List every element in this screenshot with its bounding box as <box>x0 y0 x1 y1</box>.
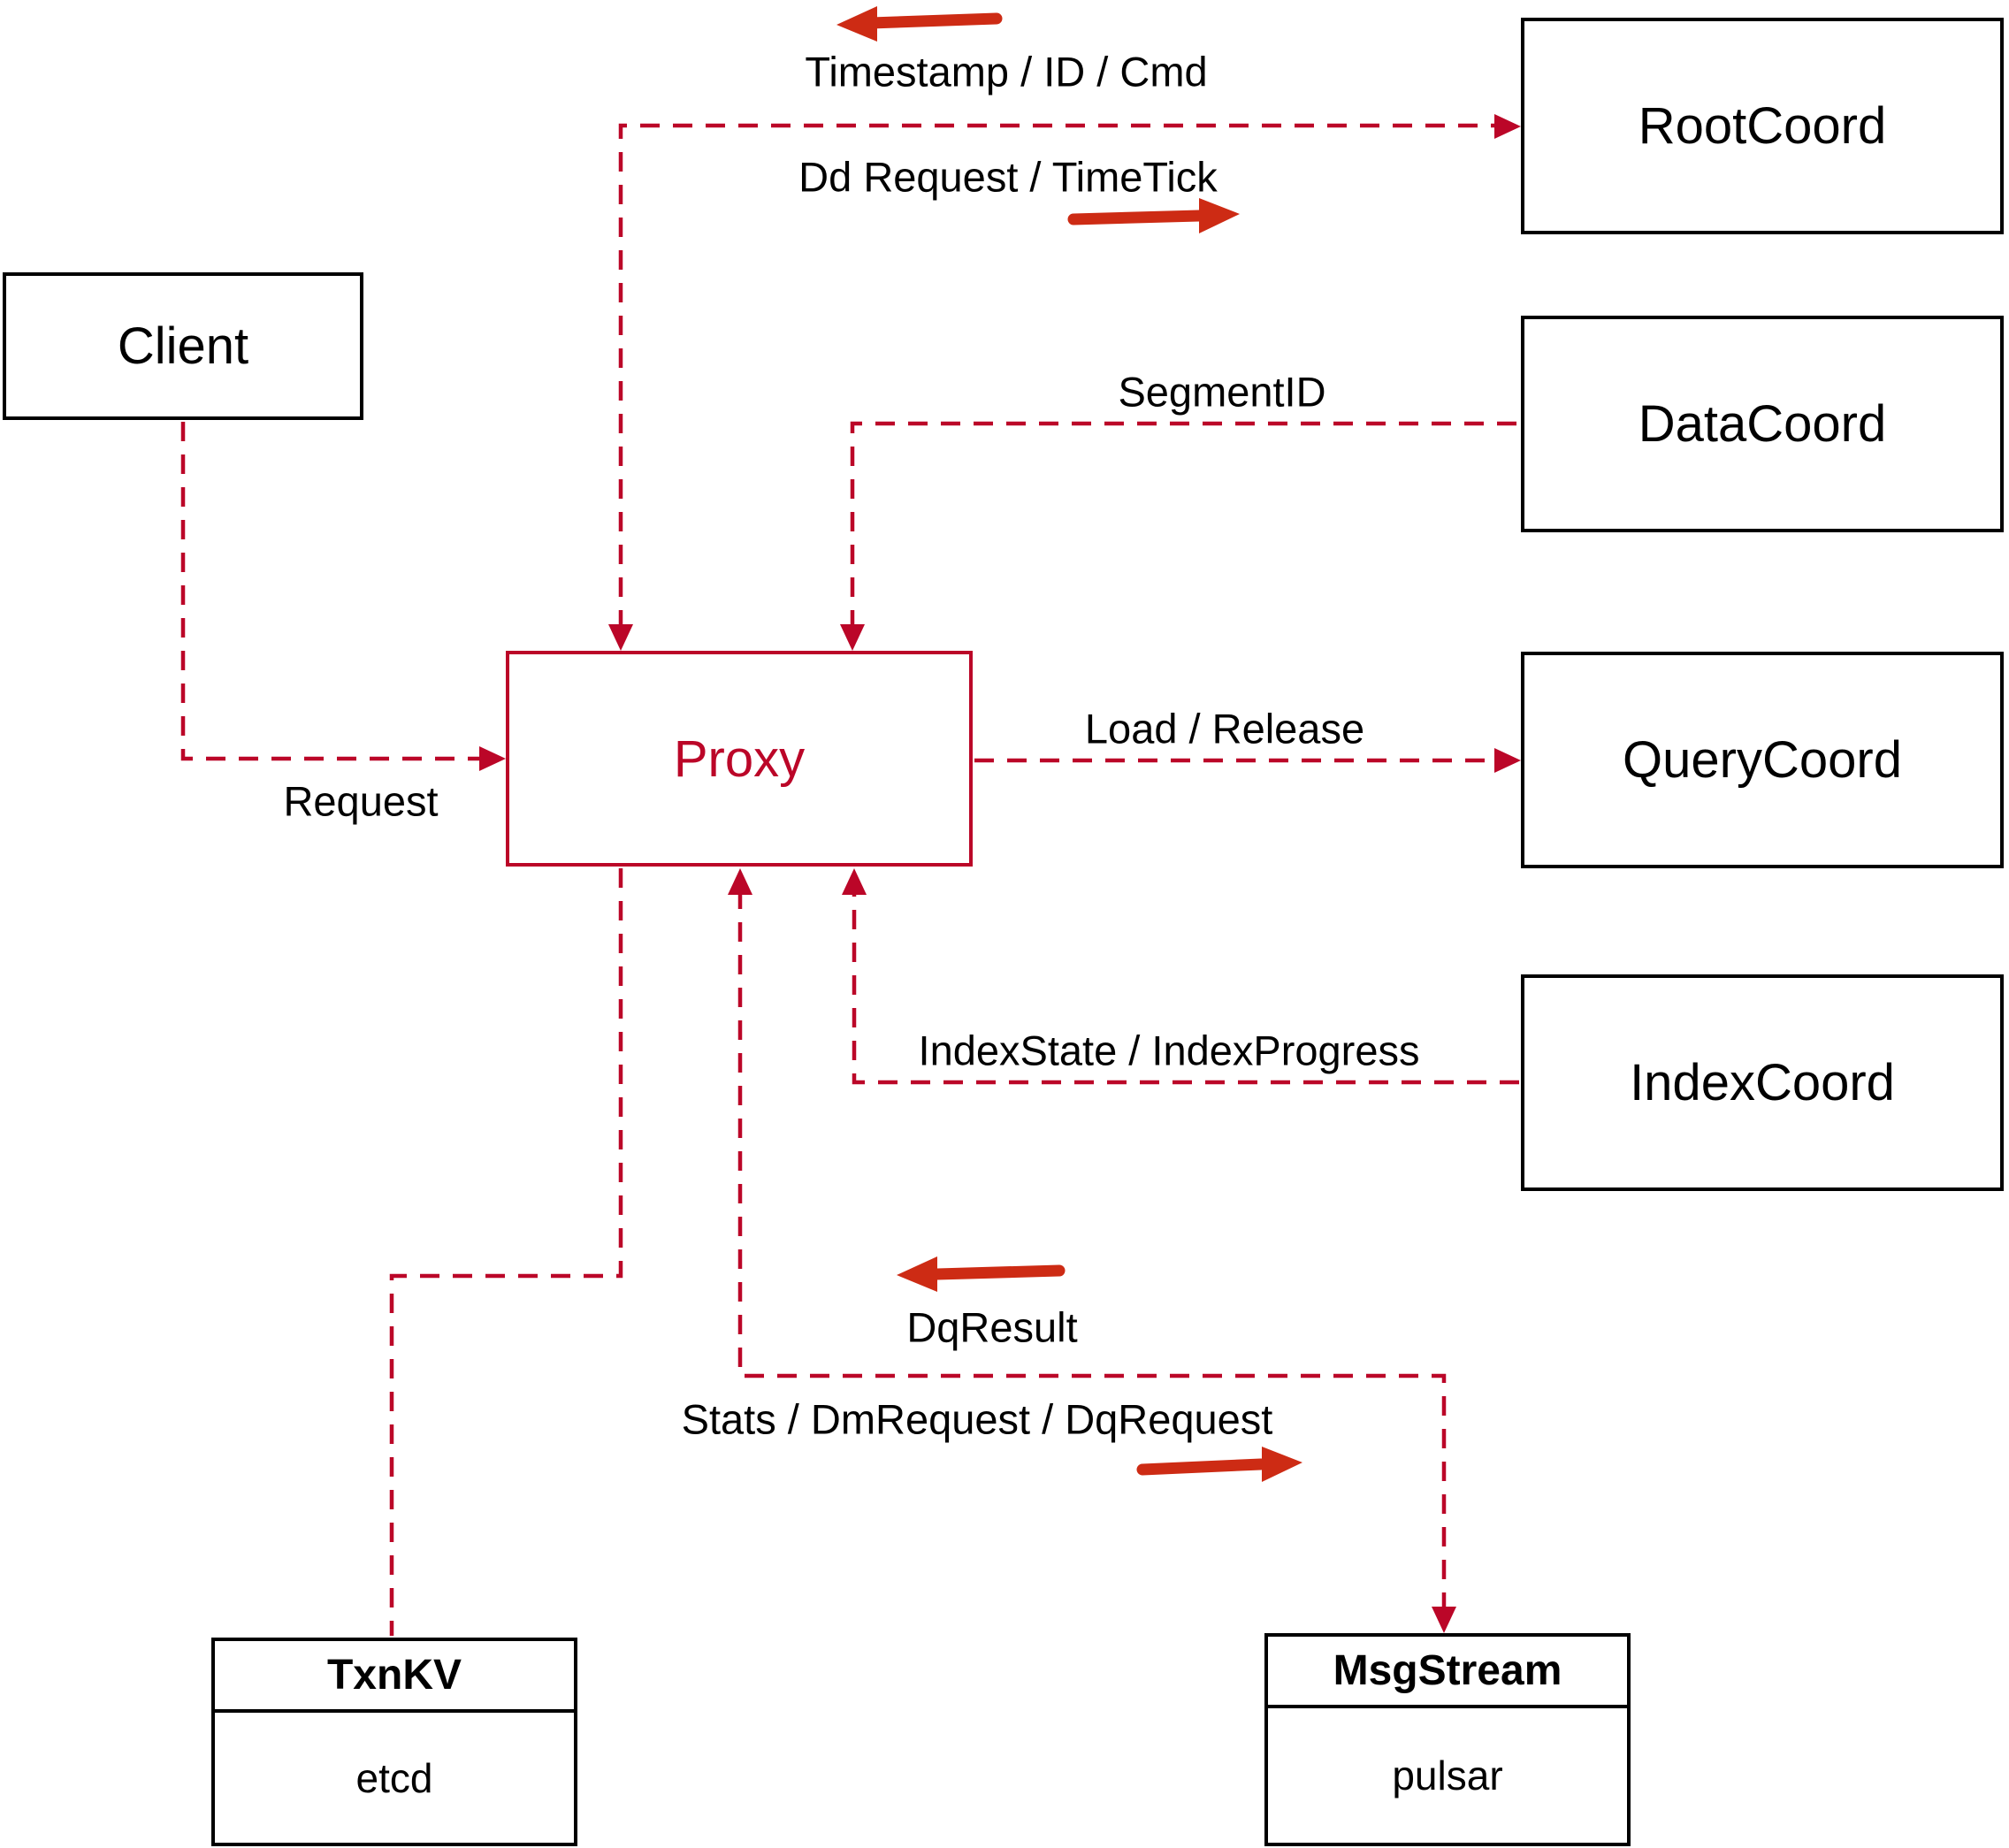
rootcoord-label: RootCoord <box>1638 97 1887 155</box>
indexcoord-label: IndexCoord <box>1630 1054 1895 1111</box>
edge-label-dd-request-timetick: Dd Request / TimeTick <box>798 153 1218 201</box>
client-node: Client <box>3 272 363 420</box>
edge-label-segment-id: SegmentID <box>1118 368 1326 416</box>
edge-indexcoord-proxy <box>842 868 1519 1085</box>
proxy-node: Proxy <box>506 651 973 867</box>
indexcoord-node: IndexCoord <box>1521 974 2004 1191</box>
edge-proxy-txnkv <box>389 868 623 1636</box>
datacoord-node: DataCoord <box>1521 316 2004 532</box>
edge-proxy-querycoord <box>974 748 1521 773</box>
edge-client-proxy <box>180 422 506 771</box>
txnkv-body: etcd <box>355 1754 433 1801</box>
rootcoord-node: RootCoord <box>1521 18 2004 234</box>
querycoord-node: QueryCoord <box>1521 652 2004 868</box>
txnkv-node: TxnKV etcd <box>211 1638 577 1846</box>
edge-label-index-state-progress: IndexState / IndexProgress <box>918 1027 1420 1074</box>
flow-arrow-dqresult-left-icon <box>897 1256 1066 1292</box>
flow-arrow-ddrequest-right-icon <box>1067 198 1240 233</box>
msgstream-node: MsgStream pulsar <box>1264 1633 1631 1846</box>
client-label: Client <box>117 317 249 375</box>
edge-label-stats-dm-dq: Stats / DmRequest / DqRequest <box>681 1395 1273 1443</box>
msgstream-body: pulsar <box>1392 1753 1503 1798</box>
edge-label-load-release: Load / Release <box>1084 705 1365 752</box>
edge-label-dq-result: DqResult <box>906 1303 1078 1351</box>
proxy-label: Proxy <box>673 729 806 788</box>
edge-label-timestamp-id-cmd: Timestamp / ID / Cmd <box>805 48 1208 95</box>
flow-arrow-stats-right-icon <box>1136 1447 1302 1482</box>
edge-proxy-rootcoord <box>608 114 1521 651</box>
edge-datacoord-proxy <box>840 421 1519 651</box>
querycoord-label: QueryCoord <box>1623 731 1902 789</box>
txnkv-title: TxnKV <box>215 1641 574 1713</box>
flow-arrow-timestamp-left-icon <box>836 6 1003 42</box>
edge-proxy-msgstream <box>728 868 1456 1633</box>
datacoord-label: DataCoord <box>1638 395 1887 453</box>
edge-label-request: Request <box>283 777 439 825</box>
msgstream-title: MsgStream <box>1268 1637 1627 1708</box>
